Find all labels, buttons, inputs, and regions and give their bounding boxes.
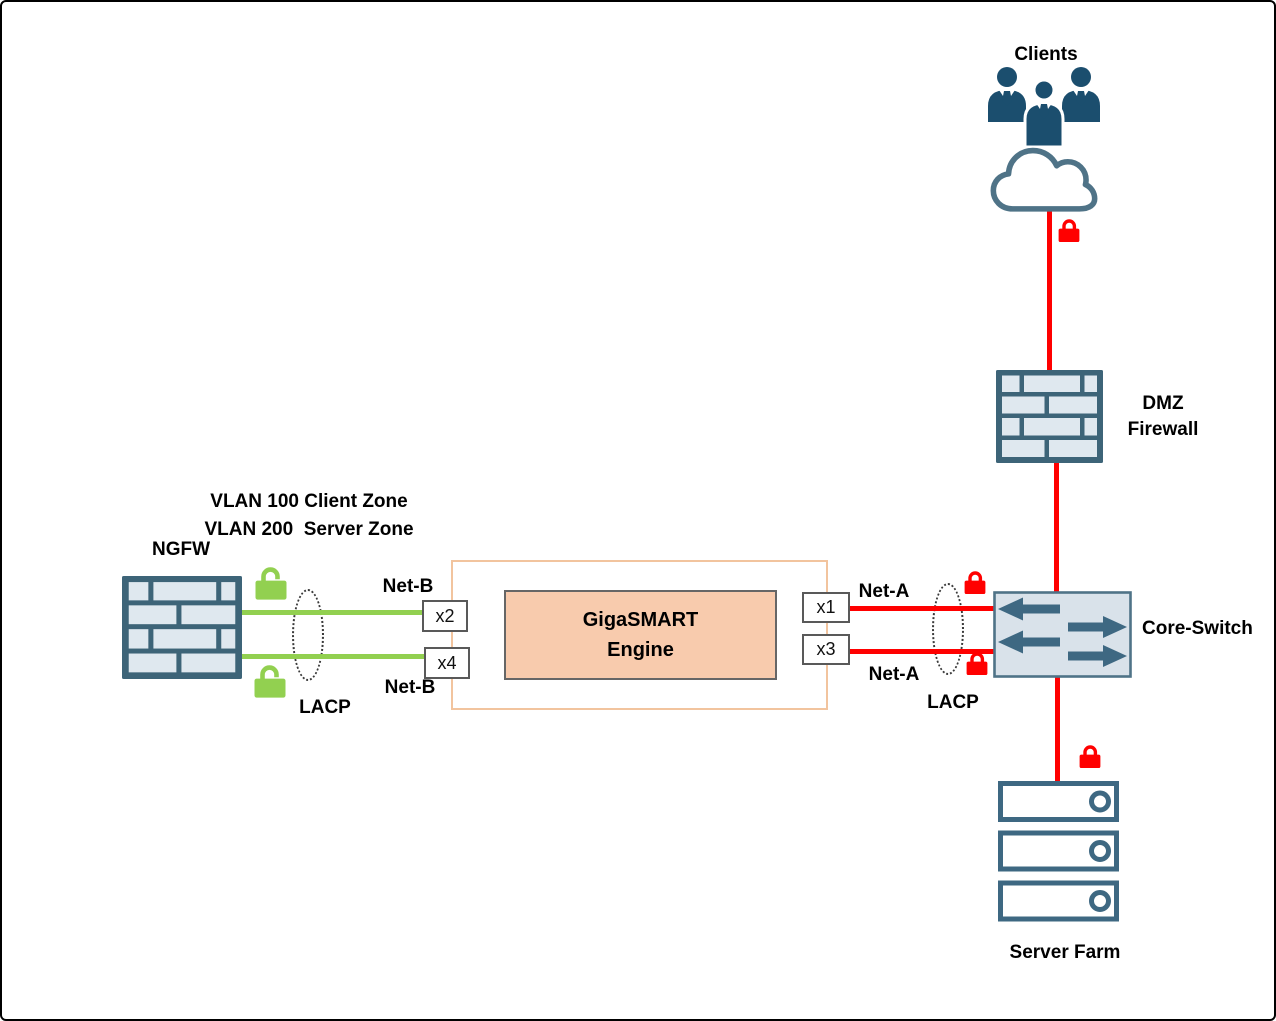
port-x1: x1	[802, 592, 850, 623]
lock-closed-icon	[964, 651, 990, 676]
server-stack-icon	[998, 781, 1119, 923]
lock-closed-icon	[1056, 218, 1082, 243]
core-switch-label: Core-Switch	[1142, 618, 1253, 639]
ngfw-firewall-icon	[122, 576, 242, 679]
dmz-firewall-icon	[996, 370, 1103, 463]
lacp-ellipse-left	[292, 589, 324, 681]
port-x3: x3	[802, 634, 850, 665]
clients-label: Clients	[1014, 44, 1078, 65]
link-switch-to-servers	[1055, 677, 1060, 784]
lock-closed-icon	[1077, 744, 1103, 769]
net-a-bottom-label: Net-A	[868, 664, 920, 685]
net-b-bottom-label: Net-B	[384, 677, 436, 698]
link-x3-to-switch	[848, 649, 994, 654]
lock-open-icon	[253, 665, 289, 699]
vlan-note-line1: VLAN 100 Client Zone	[210, 491, 408, 512]
lacp-right-label: LACP	[927, 692, 979, 713]
link-cloud-to-dmz	[1047, 209, 1052, 372]
gigasmart-engine-line1: GigaSMART	[582, 609, 699, 631]
link-x1-to-switch	[848, 606, 994, 611]
dmz-label-line1: DMZ	[1142, 393, 1184, 414]
link-ngfw-to-x2	[240, 610, 424, 615]
lock-open-icon	[254, 567, 290, 601]
gigasmart-engine-line2: Engine	[607, 639, 674, 661]
lock-closed-icon	[962, 570, 988, 595]
link-ngfw-to-x4	[240, 654, 424, 659]
users-icon	[985, 64, 1105, 156]
ngfw-label: NGFW	[151, 539, 211, 560]
gigasmart-engine-box: GigaSMART Engine	[504, 590, 777, 680]
core-switch-icon	[993, 591, 1132, 678]
lacp-left-label: LACP	[299, 697, 351, 718]
net-b-top-label: Net-B	[382, 576, 434, 597]
link-dmz-to-switch	[1054, 461, 1059, 592]
dmz-label-line2: Firewall	[1127, 419, 1199, 440]
cloud-icon	[988, 144, 1100, 220]
port-x4: x4	[424, 647, 470, 679]
vlan-note-line2: VLAN 200 Server Zone	[204, 519, 414, 540]
port-x2: x2	[422, 600, 468, 632]
lacp-ellipse-right	[932, 583, 964, 675]
net-a-top-label: Net-A	[858, 581, 910, 602]
server-farm-label: Server Farm	[1009, 942, 1121, 963]
